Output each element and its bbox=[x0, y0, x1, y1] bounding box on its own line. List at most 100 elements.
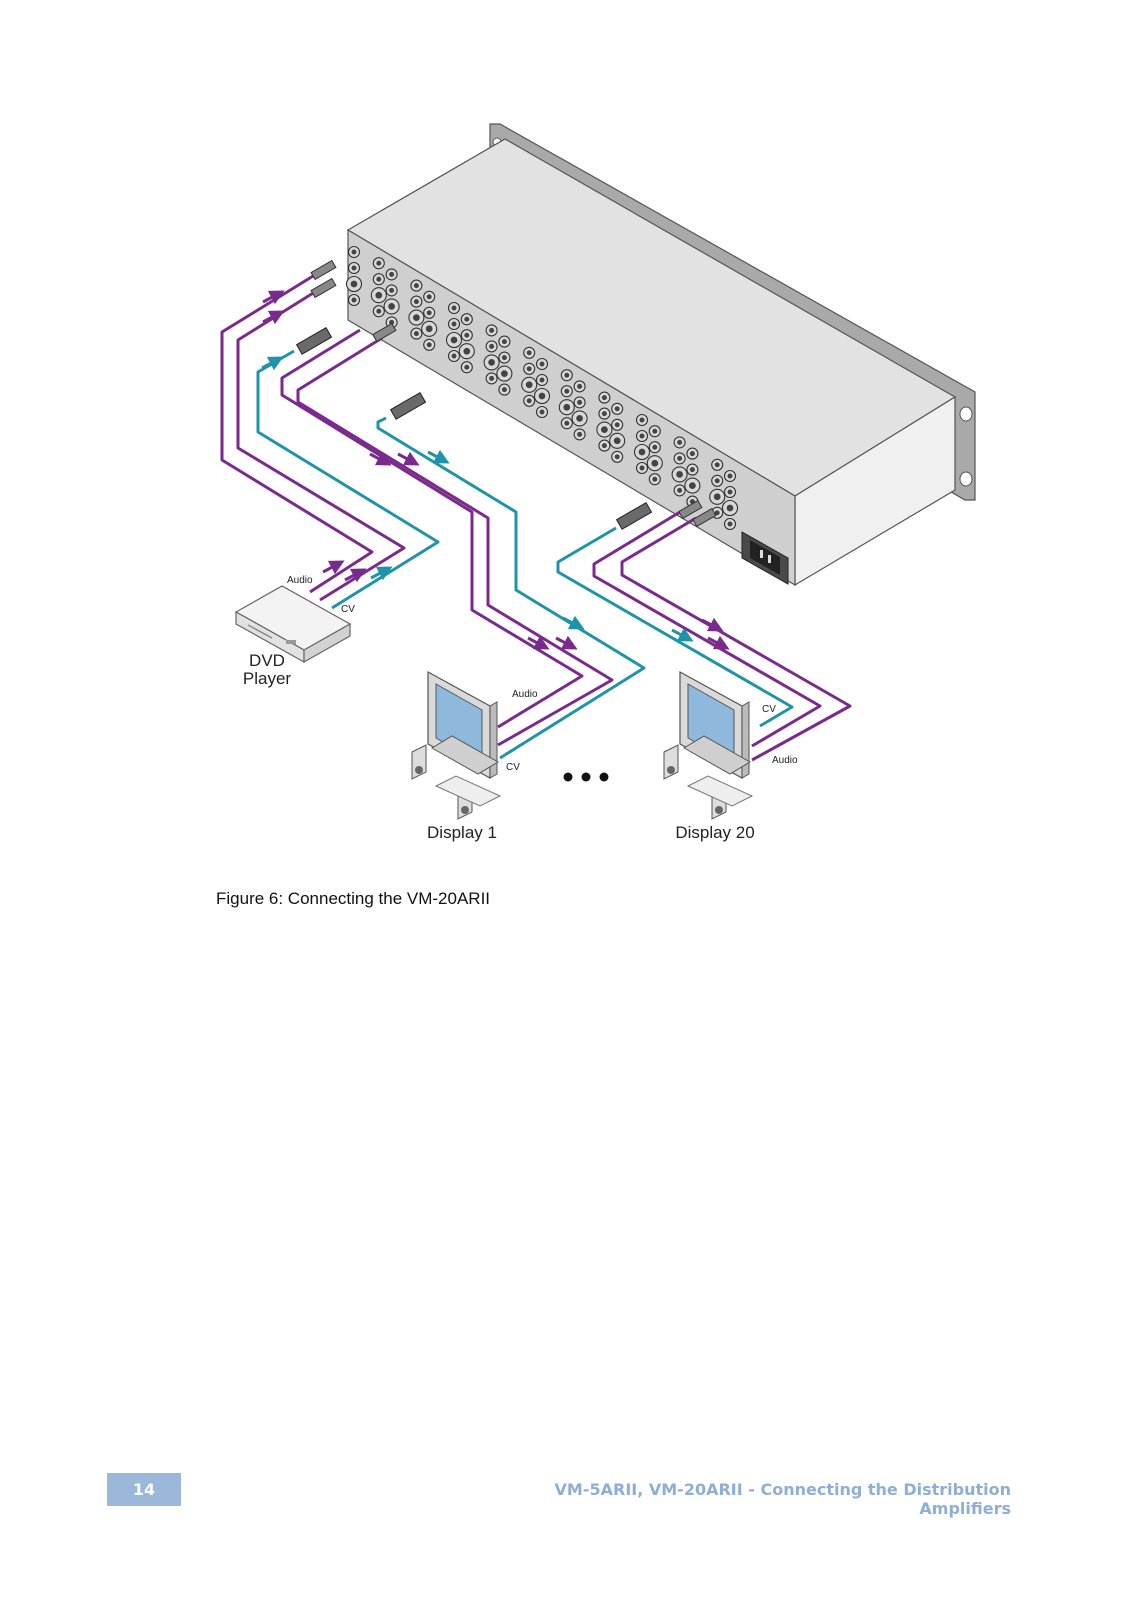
bnc-connector-pin bbox=[677, 455, 683, 461]
bnc-connector-pin bbox=[426, 342, 432, 348]
bnc-connector-pin bbox=[463, 347, 471, 355]
bnc-connector-pin bbox=[652, 428, 658, 434]
bnc-connector-pin bbox=[464, 364, 470, 370]
display1-name: Display 1 bbox=[427, 823, 497, 842]
display1-output-cables bbox=[280, 328, 646, 760]
bnc-connector-pin bbox=[464, 332, 470, 338]
bnc-connector-pin bbox=[614, 422, 620, 428]
bnc-connector-pin bbox=[601, 411, 607, 417]
bnc-connector-pin bbox=[501, 339, 507, 345]
display1-cv-cable bbox=[376, 416, 646, 760]
display20-cv-cable bbox=[556, 526, 794, 728]
bnc-connector-pin bbox=[501, 370, 508, 377]
bnc-connector-pin bbox=[451, 353, 457, 359]
bnc-connector-pin bbox=[388, 303, 395, 310]
display20-name: Display 20 bbox=[675, 823, 754, 842]
bnc-connector-pin bbox=[613, 437, 621, 445]
bnc-connector-pin bbox=[614, 454, 620, 460]
bnc-connector-pin bbox=[389, 271, 395, 277]
bnc-connector-pin bbox=[451, 305, 457, 311]
bnc-connector-pin bbox=[639, 417, 645, 423]
bnc-connector-pin bbox=[464, 316, 470, 322]
bnc-connector-pin bbox=[450, 336, 458, 344]
bnc-connector-pin bbox=[689, 451, 695, 457]
bnc-connector-pin bbox=[539, 361, 545, 367]
bnc-connector-pin bbox=[376, 308, 382, 314]
bnc-connector-pin bbox=[426, 310, 432, 316]
bnc-connector-pin bbox=[577, 383, 583, 389]
bnc-connector-pin bbox=[351, 265, 357, 271]
dvd-audio-cable-right bbox=[236, 288, 406, 602]
display-1-monitor bbox=[411, 670, 502, 820]
bnc-connector-pin bbox=[563, 403, 571, 411]
bnc-connector-pin bbox=[639, 465, 645, 471]
footer-title: VM-5ARII, VM-20ARII - Connecting the Dis… bbox=[554, 1480, 1011, 1518]
figure-caption: Figure 6: Connecting the VM-20ARII bbox=[216, 889, 491, 908]
dvd-player-name-line2: Player bbox=[243, 669, 292, 688]
bnc-connector-pin bbox=[676, 471, 683, 478]
display20-audio-label: Audio bbox=[772, 755, 798, 766]
bnc-connector-pin bbox=[677, 487, 683, 493]
connection-diagram: Audio CV DVD Player Audio CV Display 1 C… bbox=[220, 123, 976, 842]
bnc-connector-pin bbox=[375, 291, 383, 299]
bnc-connector-pin bbox=[376, 276, 382, 282]
bnc-connector-pin bbox=[651, 459, 659, 467]
bnc-connector-pin bbox=[577, 431, 583, 437]
bnc-connector-pin bbox=[714, 510, 720, 516]
bnc-connector-pin bbox=[426, 294, 432, 300]
bnc-connector-pin bbox=[564, 388, 570, 394]
bnc-connector-pin bbox=[576, 415, 583, 422]
bnc-connector-pin bbox=[526, 398, 532, 404]
bnc-connector-pin bbox=[501, 355, 507, 361]
bnc-connector-pin bbox=[351, 297, 357, 303]
bnc-connector-pin bbox=[677, 439, 683, 445]
bnc-connector-pin bbox=[501, 387, 507, 393]
bnc-connector-pin bbox=[413, 314, 420, 321]
bnc-connector-pin bbox=[713, 493, 721, 501]
bnc-connector-pin bbox=[451, 321, 457, 327]
bnc-connector-pin bbox=[614, 406, 620, 412]
bnc-connector-pin bbox=[601, 443, 607, 449]
bnc-connector-pin bbox=[413, 283, 419, 289]
bnc-connector-pin bbox=[350, 280, 358, 288]
bnc-connector-pin bbox=[714, 478, 720, 484]
display20-output-cables bbox=[556, 510, 852, 762]
display20-cv-label: CV bbox=[762, 704, 776, 715]
dvd-player bbox=[234, 585, 352, 664]
bnc-connector-pin bbox=[413, 299, 419, 305]
page-number: 14 bbox=[107, 1473, 181, 1506]
bnc-connector-pin bbox=[539, 409, 545, 415]
bnc-connector-pin bbox=[726, 504, 734, 512]
bnc-connector-pin bbox=[727, 473, 733, 479]
bnc-connector-pin bbox=[538, 392, 546, 400]
display1-audio-cable-right bbox=[296, 336, 614, 747]
bnc-connector-pin bbox=[425, 325, 433, 333]
dvd-cv-label: CV bbox=[341, 604, 355, 615]
bnc-connector-pin bbox=[652, 476, 658, 482]
bnc-connector-pin bbox=[564, 372, 570, 378]
bnc-connector-pin bbox=[639, 433, 645, 439]
bnc-connector-pin bbox=[601, 395, 607, 401]
display1-cv-label: CV bbox=[506, 762, 520, 773]
bnc-connector-pin bbox=[577, 399, 583, 405]
bnc-connector-pin bbox=[489, 375, 495, 381]
bnc-connector-pin bbox=[601, 426, 608, 433]
dvd-player-name-line1: DVD bbox=[249, 651, 285, 670]
bnc-connector-pin bbox=[526, 350, 532, 356]
bnc-connector-pin bbox=[638, 448, 646, 456]
bnc-connector-pin bbox=[389, 287, 395, 293]
bnc-connector-pin bbox=[351, 249, 357, 255]
display-20-monitor bbox=[663, 670, 754, 820]
dvd-audio-label: Audio bbox=[287, 575, 313, 586]
bnc-connector-pin bbox=[652, 444, 658, 450]
bnc-connector-pin bbox=[689, 482, 696, 489]
bnc-connector-pin bbox=[727, 521, 733, 527]
bnc-connector-pin bbox=[526, 366, 532, 372]
bnc-connector-pin bbox=[376, 260, 382, 266]
display20-audio-cable-left bbox=[592, 510, 822, 748]
dvd-input-cables bbox=[220, 271, 440, 610]
cable-plugs bbox=[295, 259, 717, 530]
display1-audio-label: Audio bbox=[512, 689, 538, 700]
distribution-amplifier bbox=[346, 123, 976, 587]
